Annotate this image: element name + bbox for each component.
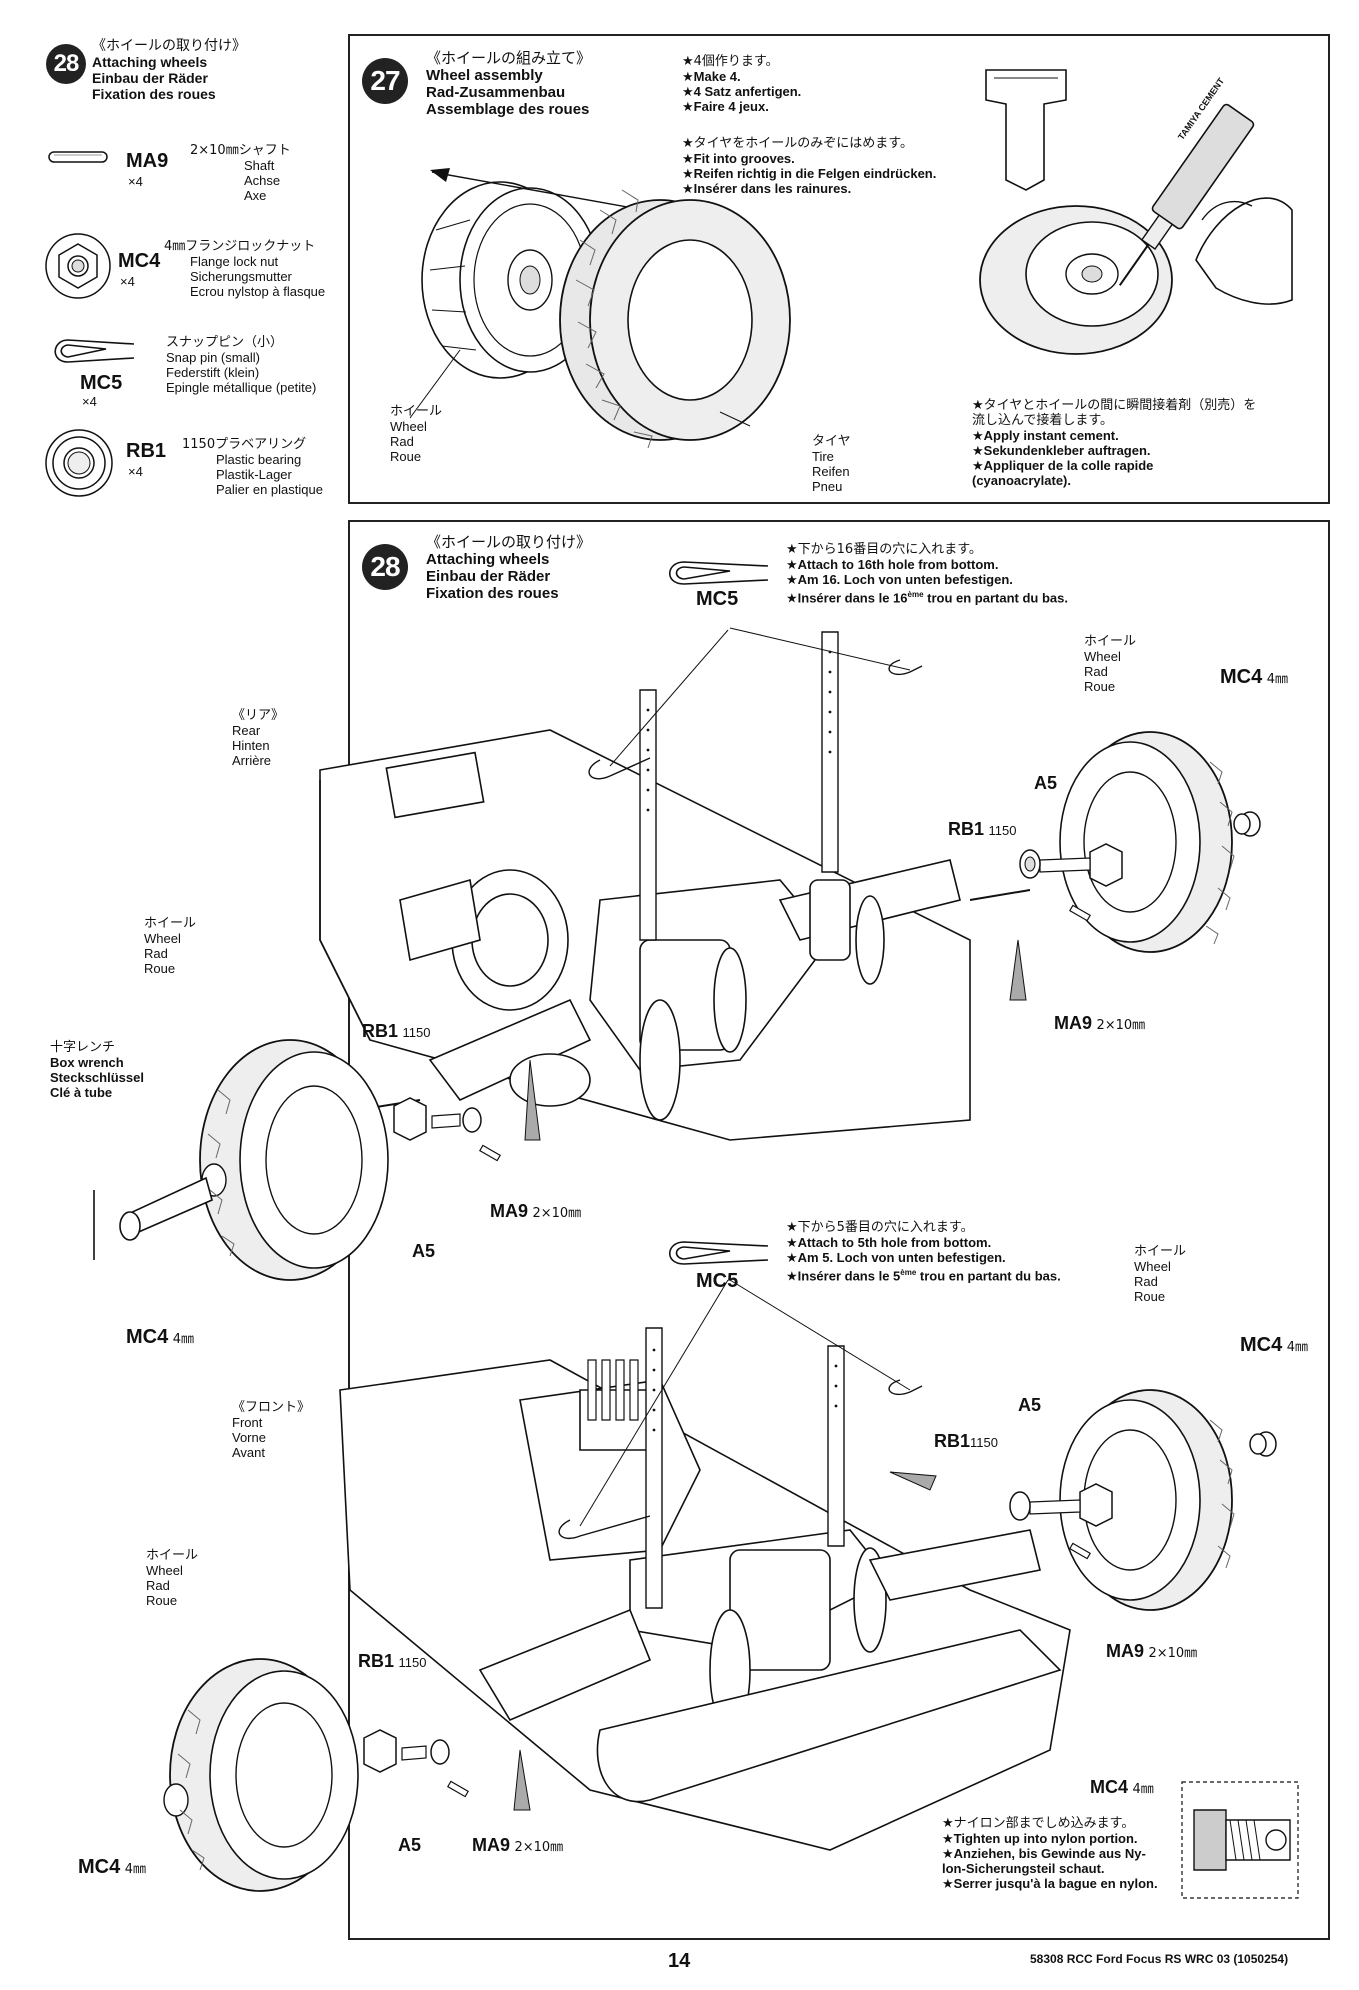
- part-qty-ma9: ×4: [128, 174, 143, 189]
- step28-badge: 28: [362, 544, 408, 590]
- part-desc-jp-rb1: 1150プラベアリング: [182, 437, 307, 452]
- step27-cement-note: ★タイヤとホイールの間に瞬間接着剤（別売）を 流し込んで接着します。 ★Appl…: [972, 398, 1257, 488]
- left-title-jp: 《ホイールの取り付け》: [92, 38, 246, 54]
- rear-left-wheel-label: ホイール Wheel Rad Roue: [144, 916, 197, 976]
- part-desc-ma9: Shaft Achse Axe: [244, 158, 281, 203]
- front-right-mc4-label: MC4 4㎜: [1240, 1334, 1308, 1356]
- step27-badge: 27: [362, 58, 408, 104]
- nylon-detail-mc4-label: MC4 4㎜: [1090, 1777, 1154, 1797]
- front-chassis-drawing: [330, 1330, 1070, 1870]
- box-wrench-icon: [88, 1160, 218, 1270]
- front-left-mc4-label: MC4 4㎜: [78, 1856, 146, 1878]
- front-right-ma9-label: MA9 2×10㎜: [1106, 1641, 1198, 1661]
- rear-left-mc4-label: MC4 4㎜: [126, 1326, 194, 1348]
- front-right-wheel-drawing: [1060, 1380, 1260, 1620]
- rear-snap-pin-icon: [660, 556, 770, 590]
- rear-label: 《リア》 Rear Hinten Arrière: [232, 708, 285, 768]
- nylon-nut-cross-section: [1180, 1780, 1300, 1900]
- left-title-fr: Fixation des roues: [92, 86, 216, 102]
- front-left-rb1-label: RB1 1150: [358, 1651, 427, 1671]
- front-mc5-label: MC5: [696, 1270, 739, 1292]
- step28-title: 《ホイールの取り付け》 Attaching wheels Einbau der …: [426, 533, 592, 603]
- part-qty-mc5: ×4: [82, 394, 97, 409]
- step27-tire-label: タイヤ Tire Reifen Pneu: [812, 434, 851, 494]
- step28-front-note: ★下から5番目の穴に入れます。 ★Attach to 5th hole from…: [786, 1220, 1061, 1284]
- rear-right-wheel-drawing: [1060, 722, 1260, 962]
- flange-nut-icon: [44, 232, 112, 300]
- part-desc-mc5: Snap pin (small) Federstift (klein) Epin…: [166, 350, 317, 395]
- rear-right-wheel-label: ホイール Wheel Rad Roue: [1084, 634, 1137, 694]
- shaft-icon: [48, 150, 108, 164]
- left-title-en: Attaching wheels: [92, 54, 208, 70]
- part-code-mc5: MC5: [80, 372, 123, 394]
- left-step-title: 《ホイールの取り付け》 Attaching wheels Einbau der …: [92, 38, 246, 102]
- front-left-wheel-drawing: [160, 1650, 360, 1900]
- step27-note-grooves: ★タイヤをホイールのみぞにはめます。 ★Fit into grooves. ★R…: [682, 136, 937, 196]
- bearing-icon: [44, 428, 114, 498]
- front-left-hub-parts: [356, 1710, 516, 1810]
- rear-mc5-label: MC5: [696, 588, 739, 610]
- step27-note-make: ★4個作ります。 ★Make 4. ★4 Satz anfertigen. ★F…: [682, 54, 802, 114]
- front-label: 《フロント》 Front Vorne Avant: [232, 1400, 311, 1460]
- step27-wheel-label: ホイール Wheel Rad Roue: [390, 404, 443, 464]
- front-right-a5-label: A5: [1018, 1395, 1042, 1415]
- part-desc-jp-mc5: スナップピン（小）: [166, 335, 284, 350]
- rear-left-ma9-label: MA9 2×10㎜: [490, 1201, 582, 1221]
- rear-right-hub-parts: [980, 800, 1280, 940]
- part-code-mc4: MC4: [118, 250, 161, 272]
- part-code-rb1: RB1: [126, 440, 167, 462]
- step27-title: 《ホイールの組み立て》 Wheel assembly Rad-Zusammenb…: [426, 49, 592, 119]
- snap-pin-icon: [46, 334, 136, 368]
- step27-frame: [348, 34, 1330, 504]
- front-left-wheel-label: ホイール Wheel Rad Roue: [146, 1548, 199, 1608]
- front-left-ma9-label: MA9 2×10㎜: [472, 1835, 564, 1855]
- rear-right-ma9-label: MA9 2×10㎜: [1054, 1013, 1146, 1033]
- part-desc-jp-ma9: 2×10㎜シャフト: [190, 143, 291, 158]
- rear-left-rb1-label: RB1 1150: [362, 1021, 431, 1041]
- rear-right-mc4-label: MC4 4㎜: [1220, 666, 1288, 688]
- rear-chassis-drawing: [310, 640, 1030, 1160]
- rear-left-a5-label: A5: [412, 1241, 436, 1261]
- part-code-ma9: MA9: [126, 150, 169, 172]
- nylon-note: ★ナイロン部までしめ込みます。 ★Tighten up into nylon p…: [942, 1816, 1158, 1891]
- front-right-rb1-label: RB11150: [934, 1431, 998, 1451]
- left-title-de: Einbau der Räder: [92, 70, 208, 86]
- rear-left-hub-parts: [380, 1080, 540, 1170]
- rear-right-rb1-label: RB1 1150: [948, 819, 1017, 839]
- part-desc-rb1: Plastic bearing Plastik-Lager Palier en …: [216, 452, 323, 497]
- wheel-tire-assembly-drawing: [390, 168, 810, 460]
- front-right-hub-parts: [990, 1430, 1280, 1570]
- cement-application-drawing: [966, 60, 1296, 360]
- part-desc-jp-mc4: 4㎜フランジロックナット: [164, 239, 316, 254]
- front-right-wheel-label: ホイール Wheel Rad Roue: [1134, 1244, 1187, 1304]
- rear-left-wheel-drawing: [190, 1030, 390, 1290]
- part-qty-rb1: ×4: [128, 464, 143, 479]
- part-qty-mc4: ×4: [120, 274, 135, 289]
- wrench-label: 十字レンチ Box wrench Steckschlüssel Clé à tu…: [50, 1040, 144, 1100]
- front-left-a5-label: A5: [398, 1835, 422, 1855]
- page-number: 14: [668, 1950, 691, 1972]
- front-snap-pin-icon: [660, 1236, 770, 1270]
- left-step-badge: 28: [46, 44, 86, 84]
- step28-rear-note: ★下から16番目の穴に入れます。 ★Attach to 16th hole fr…: [786, 542, 1068, 606]
- rear-right-a5-label: A5: [1034, 773, 1058, 793]
- part-desc-mc4: Flange lock nut Sicherungsmutter Ecrou n…: [190, 254, 326, 299]
- document-reference: 58308 RCC Ford Focus RS WRC 03 (1050254): [1030, 1952, 1289, 1966]
